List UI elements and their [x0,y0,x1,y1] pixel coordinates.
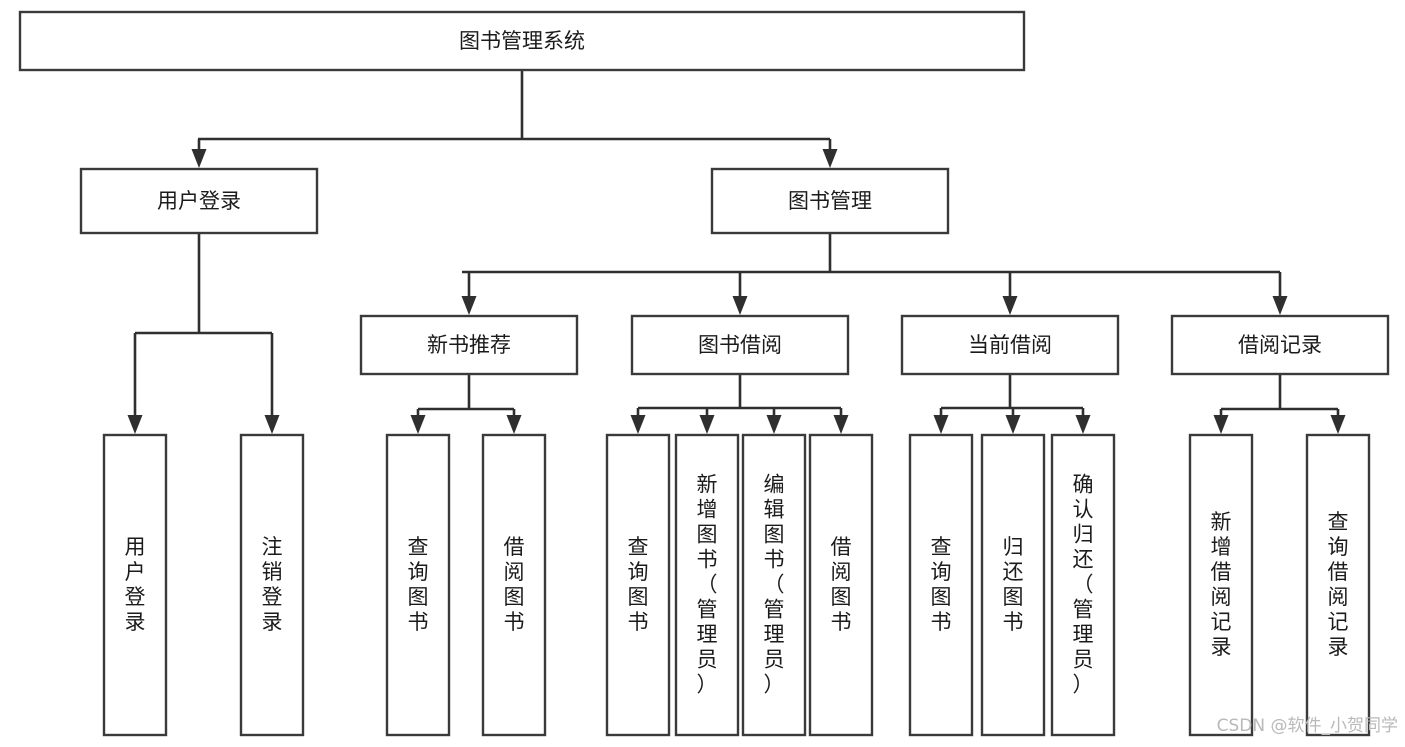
node-leaf-query-record[interactable]: 查询借阅记录 [1305,433,1371,737]
node-box-leaf-logout [239,433,305,737]
arrow-head-icon [630,415,646,434]
node-label-leaf-query-record: 查询借阅记录 [1328,510,1349,659]
arrow-head-icon [1330,415,1346,434]
arrow-head-icon [410,415,426,434]
node-label-current-borrow: 当前借阅 [968,333,1052,357]
node-leaf-add-record[interactable]: 新增借阅记录 [1188,433,1254,737]
node-box-leaf-query-book-2 [605,433,671,737]
arrow-head-icon [1002,296,1018,315]
node-leaf-add-book-admin[interactable]: 新增图书（管理员） [674,433,740,737]
connector-group-current-borrow [933,374,1091,434]
node-box-leaf-borrow-book-2 [808,433,874,737]
arrow-head-icon [264,415,280,434]
connector-group-book-borrow [630,374,849,434]
arrow-head-icon [766,415,782,434]
node-new-book-recommend[interactable]: 新书推荐 [359,314,579,376]
node-current-borrow[interactable]: 当前借阅 [900,314,1120,376]
node-leaf-edit-book-admin[interactable]: 编辑图书（管理员） [741,433,807,737]
connector-group-borrow-records [1213,374,1346,434]
node-box-leaf-user-login [102,433,168,737]
node-box-new-book-recommend [359,314,579,376]
node-leaf-confirm-return[interactable]: 确认归还（管理员） [1050,433,1116,737]
node-box-leaf-add-book-admin [674,433,740,737]
node-leaf-return-book[interactable]: 归还图书 [980,433,1046,737]
connector-group-user-login [127,233,280,434]
node-box-leaf-query-book-1 [385,433,451,737]
node-box-leaf-add-record [1188,433,1254,737]
node-leaf-query-book-2[interactable]: 查询图书 [605,433,671,737]
node-borrow-records[interactable]: 借阅记录 [1170,314,1390,376]
arrow-head-icon [699,415,715,434]
node-box-root [18,10,1026,72]
node-label-leaf-borrow-book-2: 借阅图书 [831,535,852,634]
node-layer: 图书管理系统用户登录图书管理新书推荐图书借阅当前借阅借阅记录用户登录注销登录查询… [18,10,1390,737]
node-box-book-borrow [630,314,850,376]
connector-group-new-book-recommend [410,374,522,434]
node-label-leaf-query-book-1: 查询图书 [408,535,429,634]
node-user-login[interactable]: 用户登录 [79,167,319,235]
node-label-new-book-recommend: 新书推荐 [427,333,511,357]
node-box-user-login [79,167,319,235]
csdn-watermark: CSDN @软件_小贺同学 [1217,716,1398,736]
node-label-leaf-logout: 注销登录 [262,535,283,634]
arrow-head-icon [1005,415,1021,434]
node-box-leaf-confirm-return [1050,433,1116,737]
arrow-head-icon [933,415,949,434]
arrow-head-icon [822,149,838,168]
connector-group-root [191,70,838,168]
connector-group-book-management [461,233,1288,315]
arrow-head-icon [732,296,748,315]
node-box-leaf-query-record [1305,433,1371,737]
node-box-current-borrow [900,314,1120,376]
node-label-book-borrow: 图书借阅 [698,333,782,357]
arrow-head-icon [1075,415,1091,434]
arrow-head-icon [1213,415,1229,434]
node-label-leaf-user-login: 用户登录 [125,535,146,634]
node-label-user-login: 用户登录 [157,189,241,213]
node-leaf-query-book-1[interactable]: 查询图书 [385,433,451,737]
node-root[interactable]: 图书管理系统 [18,10,1026,72]
node-label-root: 图书管理系统 [459,29,585,53]
arrow-head-icon [191,149,207,168]
node-label-leaf-edit-book-admin: 编辑图书（管理员） [764,473,785,697]
node-label-leaf-return-book: 归还图书 [1003,535,1024,634]
node-label-leaf-query-book-2: 查询图书 [628,535,649,634]
arrow-head-icon [127,415,143,434]
node-box-book-management [710,167,950,235]
node-label-leaf-add-book-admin: 新增图书（管理员） [697,473,718,697]
node-label-leaf-borrow-book-1: 借阅图书 [504,535,525,634]
node-box-leaf-edit-book-admin [741,433,807,737]
node-leaf-user-login[interactable]: 用户登录 [102,433,168,737]
node-book-borrow[interactable]: 图书借阅 [630,314,850,376]
node-leaf-borrow-book-2[interactable]: 借阅图书 [808,433,874,737]
node-label-leaf-confirm-return: 确认归还（管理员） [1073,473,1094,697]
arrow-head-icon [461,296,477,315]
node-leaf-query-book-3[interactable]: 查询图书 [908,433,974,737]
node-book-management[interactable]: 图书管理 [710,167,950,235]
connector-layer [127,70,1346,434]
node-box-leaf-borrow-book-1 [481,433,547,737]
node-box-borrow-records [1170,314,1390,376]
node-leaf-logout[interactable]: 注销登录 [239,433,305,737]
arrow-head-icon [506,415,522,434]
node-label-book-management: 图书管理 [788,189,872,213]
arrow-head-icon [1272,296,1288,315]
node-label-borrow-records: 借阅记录 [1238,333,1322,357]
node-box-leaf-return-book [980,433,1046,737]
node-box-leaf-query-book-3 [908,433,974,737]
arrow-head-icon [833,415,849,434]
node-label-leaf-add-record: 新增借阅记录 [1211,510,1232,659]
node-label-leaf-query-book-3: 查询图书 [931,535,952,634]
node-leaf-borrow-book-1[interactable]: 借阅图书 [481,433,547,737]
